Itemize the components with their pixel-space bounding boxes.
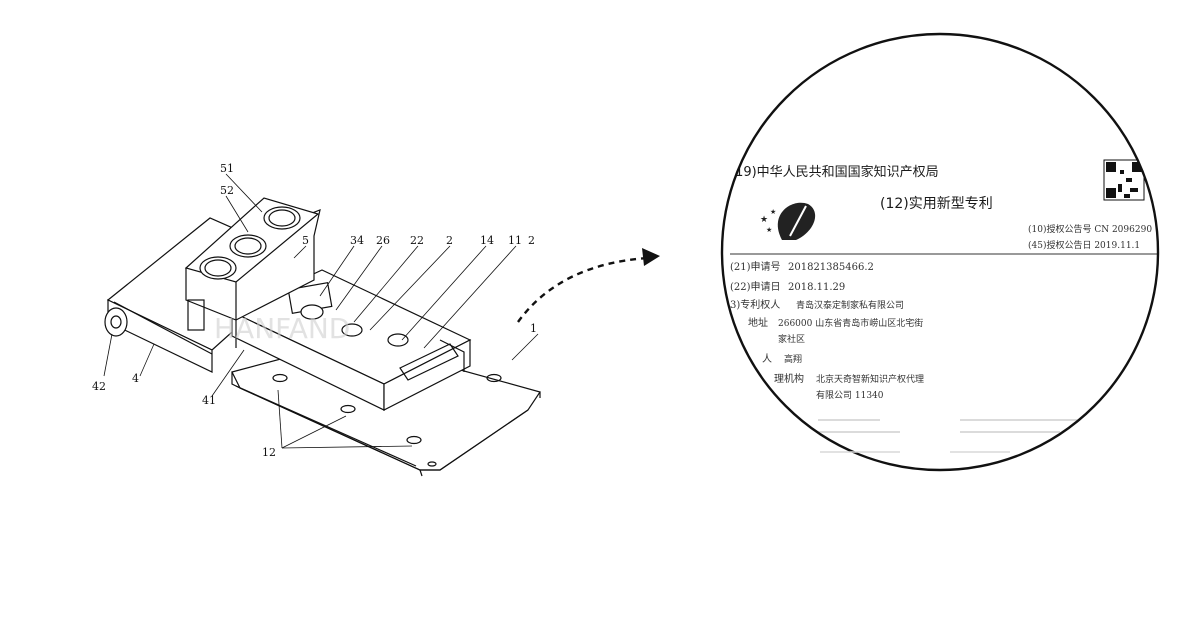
application-number-label: (21)申请号 bbox=[730, 260, 781, 273]
mounting-hole bbox=[406, 435, 422, 445]
patent-office-emblem: ★ ★ ★ bbox=[760, 202, 816, 240]
label-34: 34 bbox=[350, 234, 364, 247]
office-title: (19)中华人民共和国国家知识产权局 bbox=[730, 164, 939, 180]
label-2: 2 bbox=[446, 234, 453, 247]
svg-text:★: ★ bbox=[766, 226, 772, 234]
application-number: 201821385466.2 bbox=[788, 262, 874, 273]
agency-line-1: 北京天奇智新知识产权代理 bbox=[816, 373, 924, 385]
label-22: 22 bbox=[410, 234, 424, 247]
label-41: 41 bbox=[202, 394, 216, 407]
mounting-hole bbox=[272, 373, 288, 383]
agency-label: 理机构 bbox=[774, 372, 804, 385]
publication-number: (10)授权公告号 CN 2096290 bbox=[1028, 223, 1152, 235]
filing-date-label: (22)申请日 bbox=[730, 280, 781, 293]
publication-date: (45)授权公告日 2019.11.1 bbox=[1028, 239, 1140, 251]
address-line-1: 266000 山东省青岛市崂山区北宅街 bbox=[778, 317, 923, 329]
hinge-assembly-drawing: HANFAND 51 52 5 34 26 22 2 14 11 2 1 42 … bbox=[92, 162, 541, 477]
mounting-hole bbox=[486, 373, 502, 383]
inventor-label: 人 bbox=[762, 353, 772, 365]
label-52: 52 bbox=[220, 184, 234, 197]
label-2b: 2 bbox=[528, 234, 535, 247]
inventor: 高翔 bbox=[784, 353, 802, 365]
dashed-arrow bbox=[517, 248, 660, 323]
label-1: 1 bbox=[530, 322, 537, 335]
watermark: HANFAND bbox=[214, 312, 350, 345]
svg-text:★: ★ bbox=[770, 208, 776, 216]
label-12: 12 bbox=[262, 446, 276, 459]
label-42: 42 bbox=[92, 380, 106, 393]
label-11: 11 bbox=[508, 234, 522, 247]
patent-type-title: (12)实用新型专利 bbox=[880, 196, 993, 212]
magnifier-circle bbox=[720, 32, 1160, 472]
label-14: 14 bbox=[480, 234, 494, 247]
filing-date: 2018.11.29 bbox=[788, 282, 845, 293]
label-4: 4 bbox=[132, 372, 139, 385]
address-label: 地址 bbox=[748, 316, 768, 329]
address-line-2: 家社区 bbox=[778, 333, 805, 345]
svg-text:★: ★ bbox=[760, 215, 768, 225]
label-51: 51 bbox=[220, 162, 234, 175]
label-5: 5 bbox=[302, 234, 309, 247]
mounting-hole bbox=[340, 404, 356, 414]
patentee: 青岛汉泰定制家私有限公司 bbox=[796, 299, 904, 311]
hinge-pin bbox=[104, 307, 128, 337]
patentee-label: 3)专利权人 bbox=[730, 298, 780, 311]
agency-line-2: 有限公司 11340 bbox=[816, 389, 884, 401]
faint-text-lines bbox=[818, 419, 1080, 433]
qr-code bbox=[1103, 159, 1145, 201]
label-26: 26 bbox=[376, 234, 390, 247]
magnified-certificate: (19)中华人民共和国国家知识产权局 ★ ★ ★ (12)实用新型专利 (10)… bbox=[722, 34, 1158, 470]
